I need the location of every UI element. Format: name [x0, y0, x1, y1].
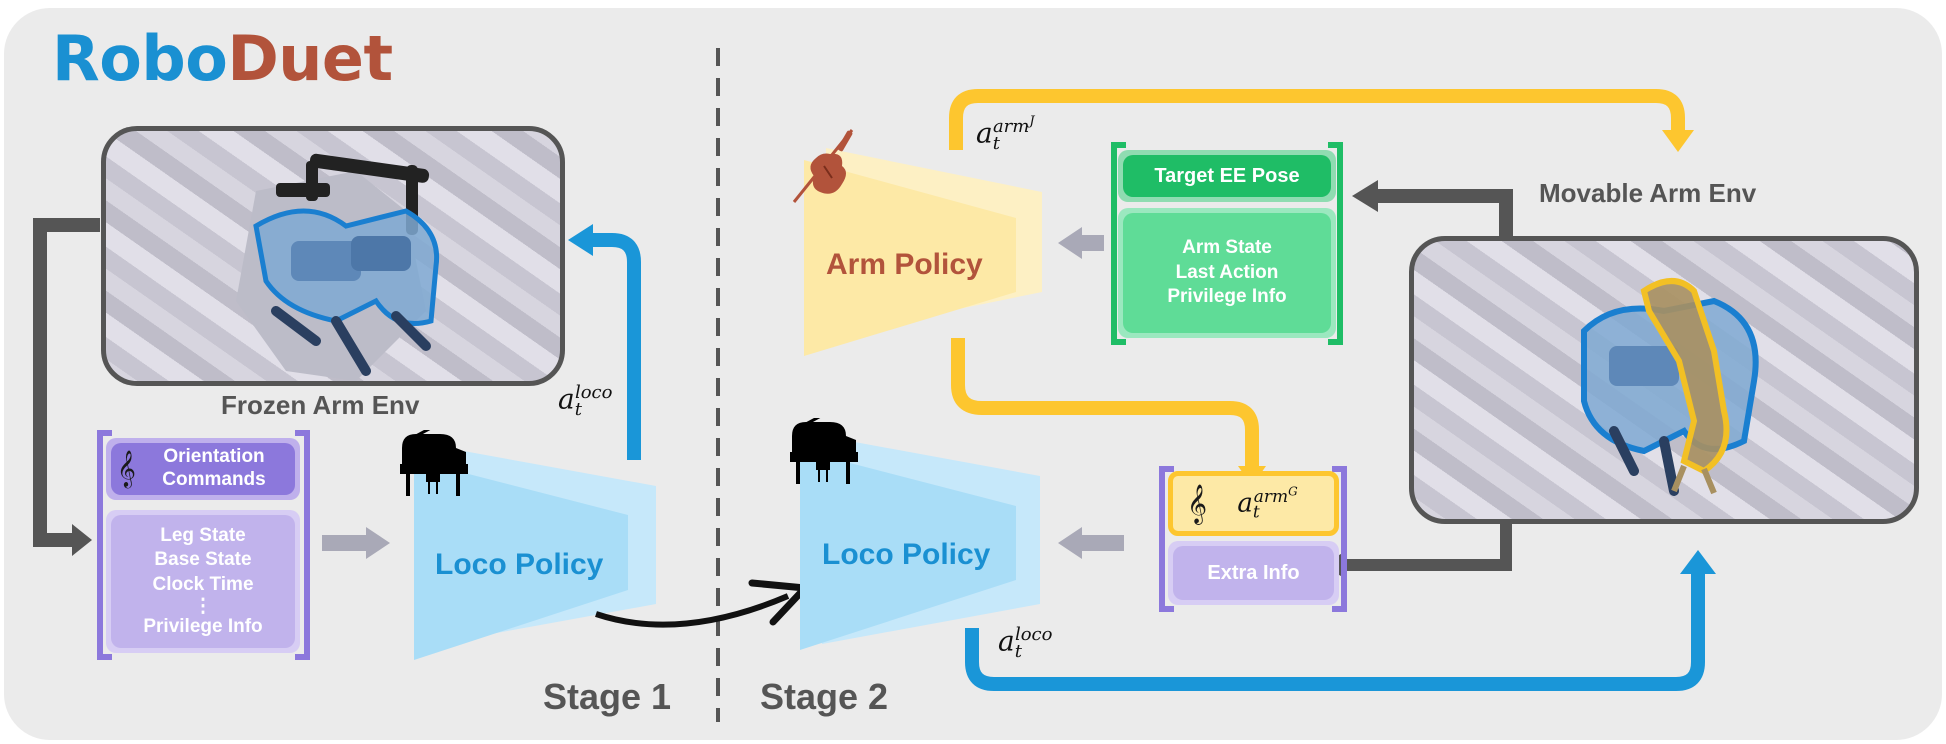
stage2-action-base: a	[998, 624, 1015, 658]
treble-clef-icon: 𝄞	[117, 449, 136, 487]
stage1-loco-action-label: atloco	[558, 382, 612, 420]
arm-policy-label: Arm Policy	[826, 248, 983, 281]
stage2-action-sub: t	[1014, 640, 1022, 662]
stage2-action-sup: loco	[1014, 624, 1053, 645]
arm-obs-bracket	[1111, 142, 1343, 345]
stage1-action-sup: loco	[574, 382, 613, 403]
stage2-loco-policy-label: Loco Policy	[822, 538, 991, 571]
env-to-obs-arrow	[33, 218, 100, 547]
stage1-action-base: a	[558, 382, 575, 416]
obs-base-state: Base State	[154, 549, 252, 571]
obs-to-loco-arrowhead	[366, 527, 390, 559]
arm-j-base: a	[976, 116, 993, 150]
obs-leg-state: Leg State	[160, 524, 246, 546]
stage2-label: Stage 2	[760, 676, 889, 717]
frozen-arm-env-scene	[101, 126, 565, 386]
transfer-arrow	[595, 593, 790, 628]
arm-g-sub: t	[1252, 502, 1260, 523]
env-to-extra-arrow	[1344, 520, 1512, 571]
arm-g-supsup: G	[1288, 484, 1298, 499]
loco-action-arrowhead-1	[568, 224, 593, 256]
stage1-obs-bracket	[97, 430, 310, 660]
loco-action-arrow-1	[585, 233, 641, 460]
violin-icon	[792, 129, 854, 203]
extra-to-loco-arrowhead	[1058, 527, 1082, 559]
arm-gripper-action-arrow	[951, 338, 1259, 468]
env-to-target-arrowhead	[1352, 180, 1378, 212]
arm-obs-privilege-info: Privilege Info	[1167, 286, 1287, 308]
logo-part-duet: Duet	[227, 22, 393, 95]
arm-joint-action-label: atarmJ	[976, 114, 1035, 154]
logo-part-robo: Robo	[52, 22, 228, 95]
arm-j-supsup: J	[1029, 114, 1035, 129]
robo-duet-logo: RoboDuet	[52, 22, 393, 95]
loco-policy-front-1	[414, 460, 628, 660]
arm-j-sup: arm	[992, 116, 1030, 137]
extra-info-tile: Extra Info	[1168, 541, 1339, 605]
frozen-arm-env-label: Frozen Arm Env	[221, 390, 420, 420]
obs-clock-time: Clock Time	[152, 573, 254, 595]
quadruped-robot-image	[236, 153, 440, 381]
arm-obs-to-policy-arrowhead	[1058, 227, 1082, 259]
env-to-obs-arrowhead	[72, 524, 92, 556]
arm-obs-arm-state: Arm State	[1182, 236, 1272, 258]
arm-policy-front	[804, 160, 1016, 356]
arm-observation-tile: Arm State Last Action Privilege Info	[1118, 208, 1336, 338]
stage1-loco-policy-label: Loco Policy	[435, 548, 604, 581]
loco-policy-front-2	[800, 450, 1016, 650]
arm-joint-action-arrow	[949, 89, 1685, 150]
piano-icon	[790, 418, 858, 484]
stage1-label: Stage 1	[543, 676, 672, 717]
env-to-target-arrow	[1376, 189, 1513, 238]
treble-clef-icon: 𝄞	[1187, 484, 1208, 524]
movable-arm-env-label: Movable Arm Env	[1539, 178, 1757, 208]
piano-icon	[400, 430, 468, 496]
target-ee-pose-label: Target EE Pose	[1123, 155, 1331, 197]
obs-privilege-info: Privilege Info	[143, 615, 263, 637]
stage1-action-sub: t	[574, 398, 582, 420]
loco-action-arrowhead-2	[1680, 550, 1716, 574]
movable-arm-env-scene	[1409, 236, 1919, 524]
orientation-commands-tile: 𝄞 Orientation Commands	[106, 438, 300, 500]
target-ee-pose-tile: Target EE Pose	[1118, 150, 1336, 202]
arm-j-sub: t	[992, 132, 1000, 154]
commands-line-2: Commands	[162, 469, 266, 490]
arm-gripper-action-tile: 𝄞 atarmG	[1168, 471, 1339, 536]
arm-g-base: a	[1237, 488, 1253, 519]
arm-obs-last-action: Last Action	[1175, 261, 1279, 283]
quadruped-arm-robot-image	[1581, 278, 1759, 496]
loco-action-arrow-2	[965, 568, 1705, 691]
stage2-loco-action-label: atloco	[998, 624, 1052, 662]
stage2-obs-bracket	[1159, 466, 1347, 612]
commands-line-1: Orientation	[163, 446, 265, 468]
extra-info-label: Extra Info	[1173, 546, 1334, 600]
obs-ellipsis: ⋮	[193, 595, 213, 617]
arm-joint-action-arrowhead	[1662, 130, 1694, 152]
arm-g-sup: arm	[1253, 486, 1289, 507]
stage1-observation-tile: Leg State Base State Clock Time ⋮ Privil…	[106, 510, 300, 653]
